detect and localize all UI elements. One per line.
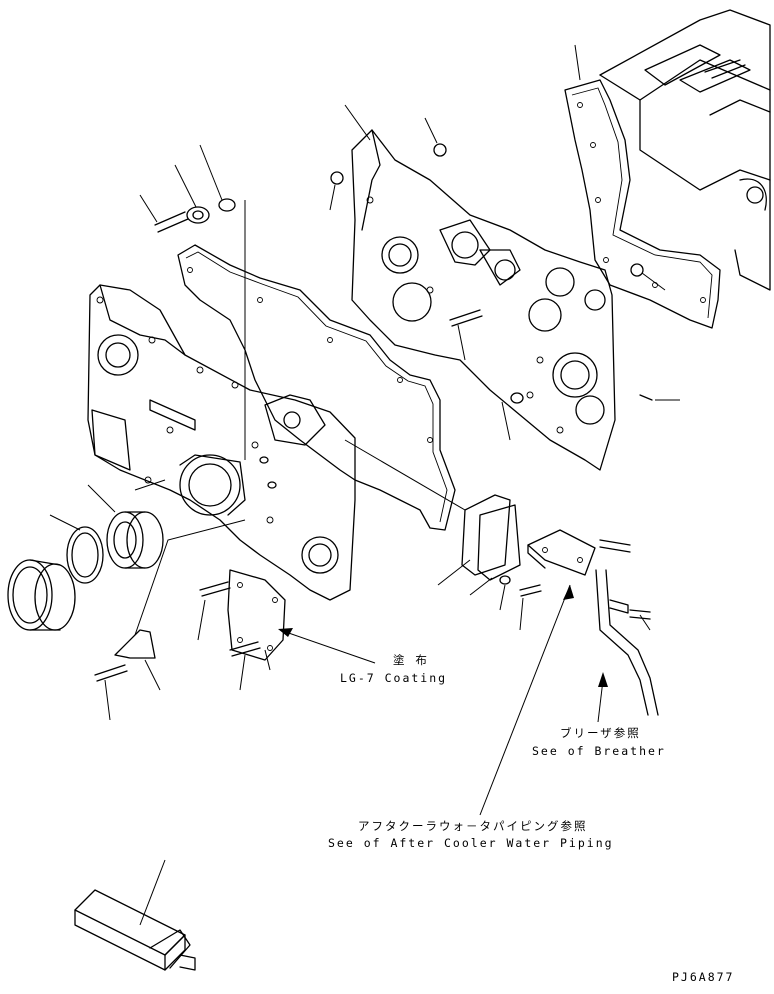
block-gasket: [564, 79, 721, 329]
wear-ring: [7, 559, 76, 631]
breather-reference-jp: ブリーザ参照: [560, 726, 641, 740]
drawing-code: PJ6A877: [672, 970, 735, 984]
cover-plate: [227, 569, 286, 661]
breather-reference-en: See of Breather: [532, 744, 666, 758]
seal-installer-tool: [74, 889, 196, 971]
gear-case-housing: [351, 129, 616, 471]
flange-bolt: [94, 211, 653, 682]
front-oil-seal: [106, 511, 164, 569]
gear-case-cover: [87, 284, 356, 601]
breather-bracket: [527, 529, 596, 576]
leader-arrowheads: [278, 585, 608, 687]
dowel-pin: [218, 198, 524, 404]
gear-case-gasket: [177, 244, 456, 531]
o-ring: [186, 206, 511, 585]
adapter-plate: [461, 494, 521, 581]
rear-cylinder-block: [599, 9, 771, 291]
aftercooler-reference-en: See of After Cooler Water Piping: [328, 836, 614, 850]
leader-lines: [49, 44, 680, 926]
pointer-bracket: [114, 629, 156, 659]
coating-label-jp: 塗 布: [393, 653, 429, 667]
breather-tube: [595, 569, 659, 716]
aftercooler-reference-jp: アフタクーラウォ－タパイピング参照: [358, 819, 588, 833]
coating-label-en: LG-7 Coating: [340, 671, 448, 685]
seal-sleeve: [66, 526, 104, 584]
plug: [330, 143, 644, 277]
